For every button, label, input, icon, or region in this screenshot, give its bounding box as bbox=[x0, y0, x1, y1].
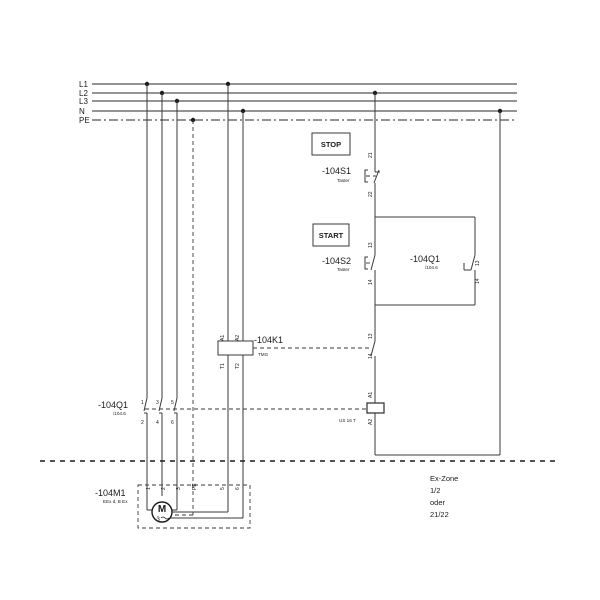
ex-zone-line: 1/2 bbox=[430, 486, 440, 495]
motor-symbol-phase: 3 bbox=[156, 516, 160, 523]
stop-pushbutton: STOP 21 22 -104S1 Taster bbox=[311, 132, 380, 197]
control-circuit bbox=[374, 93, 501, 456]
motor-m1: 1 2 3 PE 5 6 -104M1 EEx d, B Ex M 3 bbox=[95, 483, 251, 529]
q1-main-tag: -104Q1 bbox=[98, 400, 128, 410]
motor-type: EEx d, B Ex bbox=[103, 499, 128, 504]
pin-label: 5 bbox=[171, 400, 174, 406]
bus-label-n: N bbox=[79, 107, 85, 116]
stop-button-label: STOP bbox=[321, 140, 341, 149]
k1-contact-pin-top: 13 bbox=[368, 333, 374, 339]
s1-pin-top: 21 bbox=[368, 152, 374, 158]
s2-type: Taster bbox=[337, 267, 350, 272]
q1-main-ref: /104.6 bbox=[113, 411, 126, 416]
motor-pin: 1 bbox=[146, 487, 152, 490]
s1-type: Taster bbox=[337, 178, 350, 183]
s1-tag: -104S1 bbox=[322, 166, 351, 176]
motor-ac-symbol bbox=[160, 516, 170, 520]
bus-label-l2: L2 bbox=[79, 89, 88, 98]
motor-pin: PE bbox=[192, 483, 198, 490]
q1-aux-ref: /104.6 bbox=[425, 265, 438, 270]
power-wires bbox=[146, 84, 194, 516]
junction-dots bbox=[144, 81, 503, 123]
k1-a2-label: A2 bbox=[235, 335, 241, 341]
q1-coil-type: US 16 T bbox=[339, 418, 356, 423]
s2-pin-top: 13 bbox=[368, 242, 374, 248]
q1-aux-contact: 13 14 -104Q1 /104.6 bbox=[410, 254, 481, 284]
motor-pin: 6 bbox=[235, 487, 241, 490]
main-contactor-contacts: 1 3 5 2 4 6 -104Q1 /104.6 bbox=[98, 397, 366, 426]
start-button bbox=[312, 223, 350, 247]
pin-label: 3 bbox=[156, 400, 159, 406]
motor-pin: 2 bbox=[161, 487, 167, 490]
supply-buses: L1 L2 L3 N PE bbox=[79, 80, 517, 125]
q1-aux-pin-bottom: 14 bbox=[475, 278, 481, 284]
q1-coil-a2: A2 bbox=[368, 419, 374, 425]
k1-t2-label: T2 bbox=[235, 363, 241, 369]
motor-pin: 5 bbox=[220, 487, 226, 490]
q1-coil: A1 A2 US 16 T bbox=[339, 392, 385, 425]
bus-label-l3: L3 bbox=[79, 97, 88, 106]
start-button-label: START bbox=[319, 231, 344, 240]
q1-coil-a1: A1 bbox=[368, 392, 374, 398]
k1-tag: -104K1 bbox=[254, 335, 283, 345]
motor-symbol-m: M bbox=[158, 504, 166, 515]
stop-button bbox=[311, 132, 351, 156]
k1-coil bbox=[217, 340, 254, 356]
thermistor-relay-k1: A1 A2 T1 T2 -104K1 TMG bbox=[217, 84, 370, 518]
pin-label: 6 bbox=[171, 420, 174, 426]
motor-symbol bbox=[151, 501, 173, 523]
s2-pin-bottom: 14 bbox=[368, 279, 374, 285]
k1-t1-label: T1 bbox=[220, 363, 226, 369]
bus-label-l1: L1 bbox=[79, 80, 88, 89]
pin-label: 1 bbox=[141, 400, 144, 406]
motor-pin: 3 bbox=[176, 487, 182, 490]
pin-label: 2 bbox=[141, 420, 144, 426]
ex-zone-label: Ex-Zone 1/2 oder 21/22 bbox=[430, 474, 458, 519]
ex-zone-line: Ex-Zone bbox=[430, 474, 458, 483]
q1-coil-box bbox=[366, 402, 385, 414]
q1-aux-pin-top: 13 bbox=[475, 260, 481, 266]
motor-tag: -104M1 bbox=[95, 488, 126, 498]
bus-label-pe: PE bbox=[79, 116, 90, 125]
k1-a1-label: A1 bbox=[220, 335, 226, 341]
pin-label: 4 bbox=[156, 420, 159, 426]
s1-pin-bottom: 22 bbox=[368, 191, 374, 197]
k1-contact-pin-bottom: 14 bbox=[368, 353, 374, 359]
k1-type: TMG bbox=[258, 352, 269, 357]
ex-zone-line: oder bbox=[430, 498, 446, 507]
motor-terminal-box bbox=[137, 484, 251, 529]
q1-aux-tag: -104Q1 bbox=[410, 254, 440, 264]
k1-control-contact: 13 14 bbox=[368, 333, 376, 362]
start-pushbutton: START 13 14 -104S2 Taster bbox=[312, 223, 376, 285]
s2-tag: -104S2 bbox=[322, 256, 351, 266]
ex-zone-line: 21/22 bbox=[430, 510, 449, 519]
